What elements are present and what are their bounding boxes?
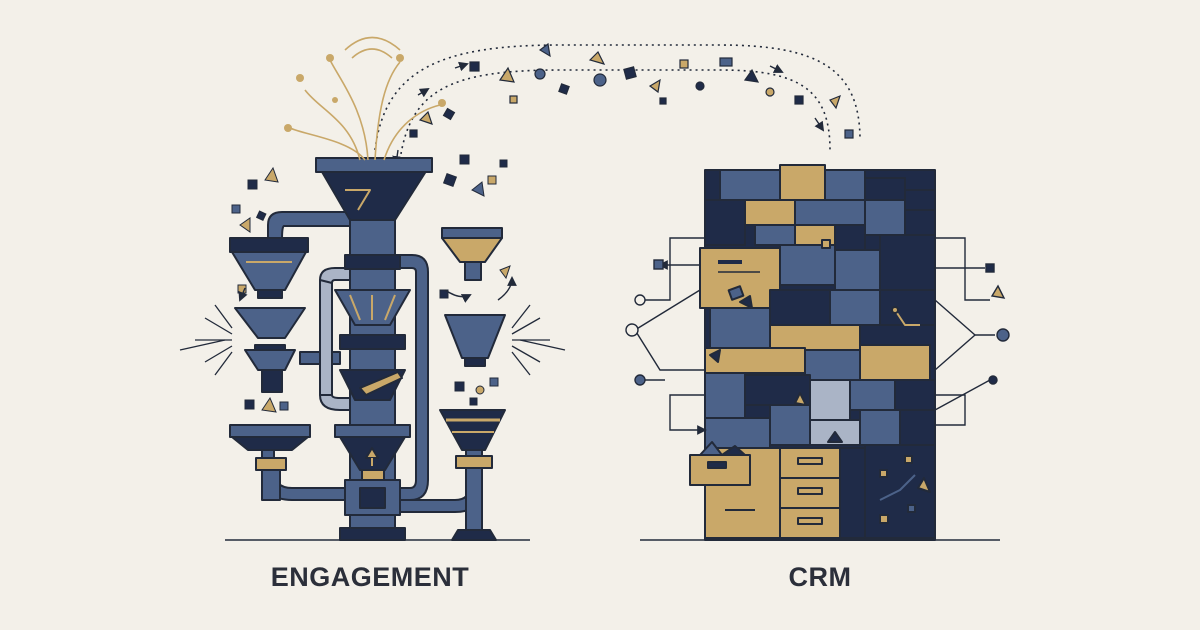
circuit-nodes xyxy=(625,259,1010,386)
spark-dots xyxy=(284,54,446,132)
crm-label: CRM xyxy=(788,562,852,592)
crm-block-tower xyxy=(689,164,936,541)
engagement-label: ENGAGEMENT xyxy=(270,562,470,592)
data-flow-arc xyxy=(374,44,861,161)
side-arrows xyxy=(238,276,517,303)
left-dish xyxy=(229,424,311,438)
spark-lines xyxy=(289,36,441,161)
left-funnel-2 xyxy=(234,307,306,339)
left-funnel-1 xyxy=(229,237,309,253)
right-funnel-1 xyxy=(441,227,503,239)
confetti xyxy=(231,154,511,413)
circuit-connectors xyxy=(634,237,995,435)
right-funnel-3 xyxy=(439,409,506,451)
funnel-machine xyxy=(229,157,506,541)
burst-lines xyxy=(179,304,566,376)
right-funnel-2 xyxy=(444,314,506,359)
flow-arrow-icons xyxy=(392,61,825,166)
crm-drawer-top xyxy=(699,247,781,309)
floating-data-shapes xyxy=(409,42,854,139)
